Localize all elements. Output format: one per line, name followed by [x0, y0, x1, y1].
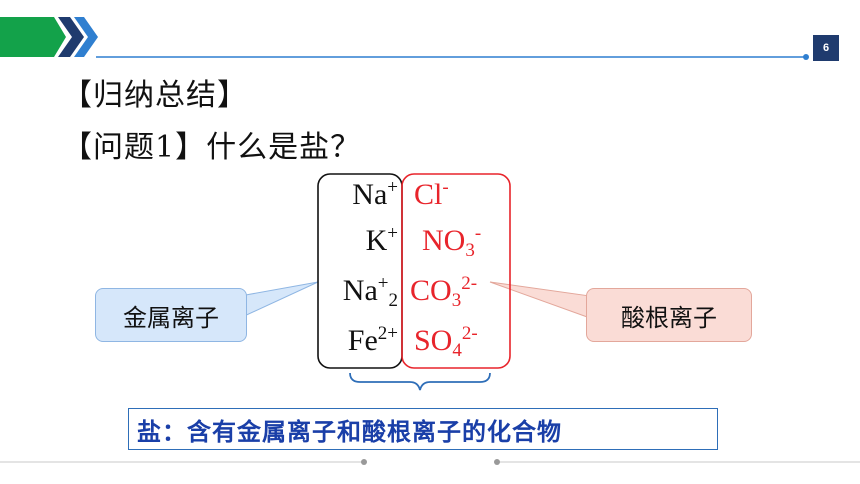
acid-ion: CO32- [410, 273, 478, 311]
metal-ion: Na+ [352, 177, 398, 211]
metal-ion: K+ [365, 223, 398, 257]
metal-ion-callout: 金属离子 [95, 288, 247, 342]
metal-ion: Na+2 [342, 273, 398, 311]
page-number: 6 [822, 42, 830, 54]
footer-dot-left [361, 459, 367, 465]
acid-callout-pointer [489, 281, 591, 319]
question-heading: 【问题1】什么是盐？ [62, 130, 362, 165]
header-rule-dot [803, 54, 809, 60]
salt-definition-text: 盐：含有金属离子和酸根离子的化合物 [137, 417, 562, 446]
page-number-badge: 6 [813, 35, 839, 61]
metal-ion: Fe2+ [347, 323, 398, 357]
acid-ion-box [401, 173, 511, 369]
acid-ion: NO3- [422, 223, 482, 261]
salt-definition-box: 盐：含有金属离子和酸根离子的化合物 [128, 408, 718, 450]
header-green-tab [0, 17, 66, 57]
metal-callout-pointer [239, 281, 319, 319]
acid-ion: SO42- [414, 323, 478, 361]
summary-heading: 【归纳总结】 [62, 78, 248, 113]
header-chevron-blue [74, 17, 98, 57]
acid-ion-callout: 酸根离子 [586, 288, 752, 342]
header-chevron-dark [58, 17, 84, 57]
grouping-brace [349, 372, 491, 391]
footer-dot-right [494, 459, 500, 465]
acid-ion: Cl- [414, 177, 449, 211]
